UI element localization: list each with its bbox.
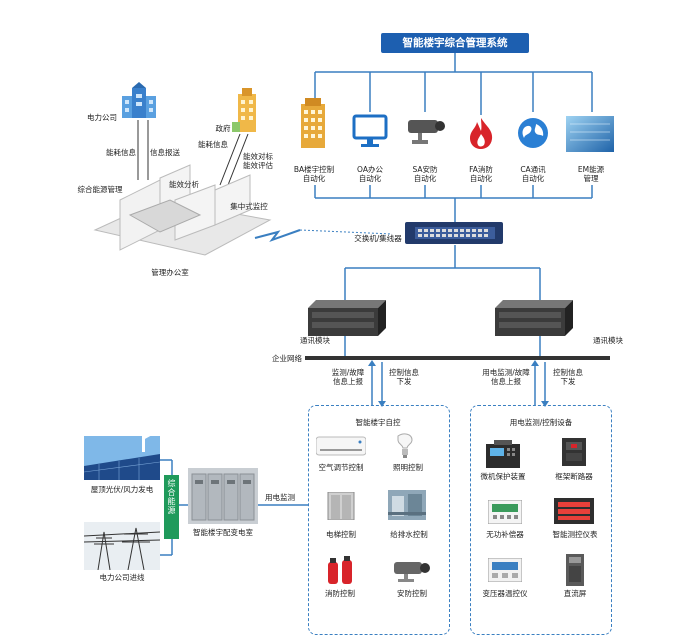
- smart-item-3: 给排水控制: [390, 530, 428, 539]
- energy-info-label-2: 能耗信息: [198, 140, 228, 149]
- smart-meter-icon: [554, 498, 594, 524]
- substation-image: [188, 468, 258, 524]
- energy-info-label: 能耗信息: [106, 148, 136, 157]
- power-monitoring-title: 用电监测/控制设备: [509, 418, 573, 427]
- solar-panel-image: [83, 434, 161, 480]
- lighting-icon: [390, 432, 420, 462]
- smart-building-box: [308, 405, 450, 635]
- government-label: 政府: [215, 124, 231, 133]
- efficiency-label: 能效分析: [169, 180, 199, 189]
- power-item-3: 智能测控仪表: [552, 530, 598, 539]
- flow-label-right-down: 控制信息 下发: [553, 368, 583, 386]
- transformer-temp-icon: [487, 557, 523, 583]
- grid-tower-image: [83, 522, 161, 571]
- system-label-sa: SA安防 自动化: [412, 165, 438, 183]
- power-item-5: 直流屏: [563, 589, 587, 598]
- dc-panel-icon: [566, 554, 584, 586]
- power-monitoring-box: [470, 405, 612, 635]
- government-icon: [232, 86, 262, 132]
- system-title: 智能楼宇综合管理系统: [381, 33, 529, 53]
- info-report-label: 信息报送: [150, 148, 180, 157]
- camera-icon: [404, 116, 446, 146]
- water-pump-icon: [388, 490, 426, 520]
- power-company-icon: [118, 82, 160, 120]
- substation-label: 智能楼宇配变电室: [193, 528, 253, 537]
- fire-extinguisher-icon: [324, 556, 358, 584]
- central-monitor-label: 集中式监控: [230, 202, 268, 211]
- system-label-em: EM能源 管理: [577, 165, 605, 183]
- smart-item-4: 消防控制: [325, 589, 355, 598]
- building-icon: [296, 98, 330, 148]
- integrated-energy-box: 综合能源: [164, 475, 179, 539]
- integrated-mgmt-label: 综合能源管理: [77, 185, 123, 194]
- protection-device-icon: [486, 440, 520, 468]
- reactive-compensator-icon: [487, 499, 523, 525]
- comm-module-left: [308, 300, 386, 336]
- energy-icon: [566, 116, 614, 152]
- system-label-fa: FA消防 自动化: [469, 165, 493, 183]
- solar-label: 屋顶光伏/风力发电: [90, 485, 154, 494]
- flow-label-right-up: 用电监测/故障 信息上报: [482, 368, 530, 386]
- smart-item-2: 电梯控制: [326, 530, 356, 539]
- power-company-label: 电力公司: [87, 113, 117, 122]
- comm-module-right: [495, 300, 573, 336]
- frame-breaker-icon: [562, 438, 586, 466]
- security-camera-icon: [392, 558, 432, 584]
- smart-item-1: 照明控制: [393, 463, 423, 472]
- benchmark-label: 能效对标 能效评估: [243, 152, 273, 170]
- fire-icon: [466, 116, 496, 150]
- globe-icon: [516, 116, 550, 150]
- enterprise-network-label: 企业网络: [272, 354, 302, 363]
- power-monitor-label: 用电监测: [265, 493, 295, 502]
- air-conditioner-icon: [315, 435, 367, 457]
- elevator-icon: [326, 491, 356, 521]
- power-item-4: 变压器温控仪: [482, 589, 528, 598]
- smart-item-5: 安防控制: [397, 589, 427, 598]
- grid-label: 电力公司进线: [99, 573, 145, 582]
- flow-label-left-up: 监测/故障 信息上报: [331, 368, 365, 386]
- power-item-0: 微机保护装置: [480, 472, 526, 481]
- smart-building-title: 智能楼宇自控: [355, 418, 401, 427]
- flow-label-left-down: 控制信息 下发: [389, 368, 419, 386]
- monitor-icon: [352, 114, 388, 150]
- comm-module-label-left: 通讯模块: [300, 336, 330, 345]
- power-item-1: 框架断路器: [555, 472, 593, 481]
- comm-module-label-right: 通讯模块: [593, 336, 623, 345]
- switch-device: [405, 222, 503, 244]
- smart-item-0: 空气调节控制: [318, 463, 364, 472]
- system-label-ba: BA楼宇控制 自动化: [293, 165, 335, 183]
- office-label: 管理办公室: [151, 268, 189, 277]
- switch-label: 交换机/集线器: [354, 234, 402, 243]
- system-label-ca: CA通讯 自动化: [520, 165, 546, 183]
- system-label-oa: OA办公 自动化: [357, 165, 383, 183]
- power-item-2: 无功补偿器: [486, 530, 524, 539]
